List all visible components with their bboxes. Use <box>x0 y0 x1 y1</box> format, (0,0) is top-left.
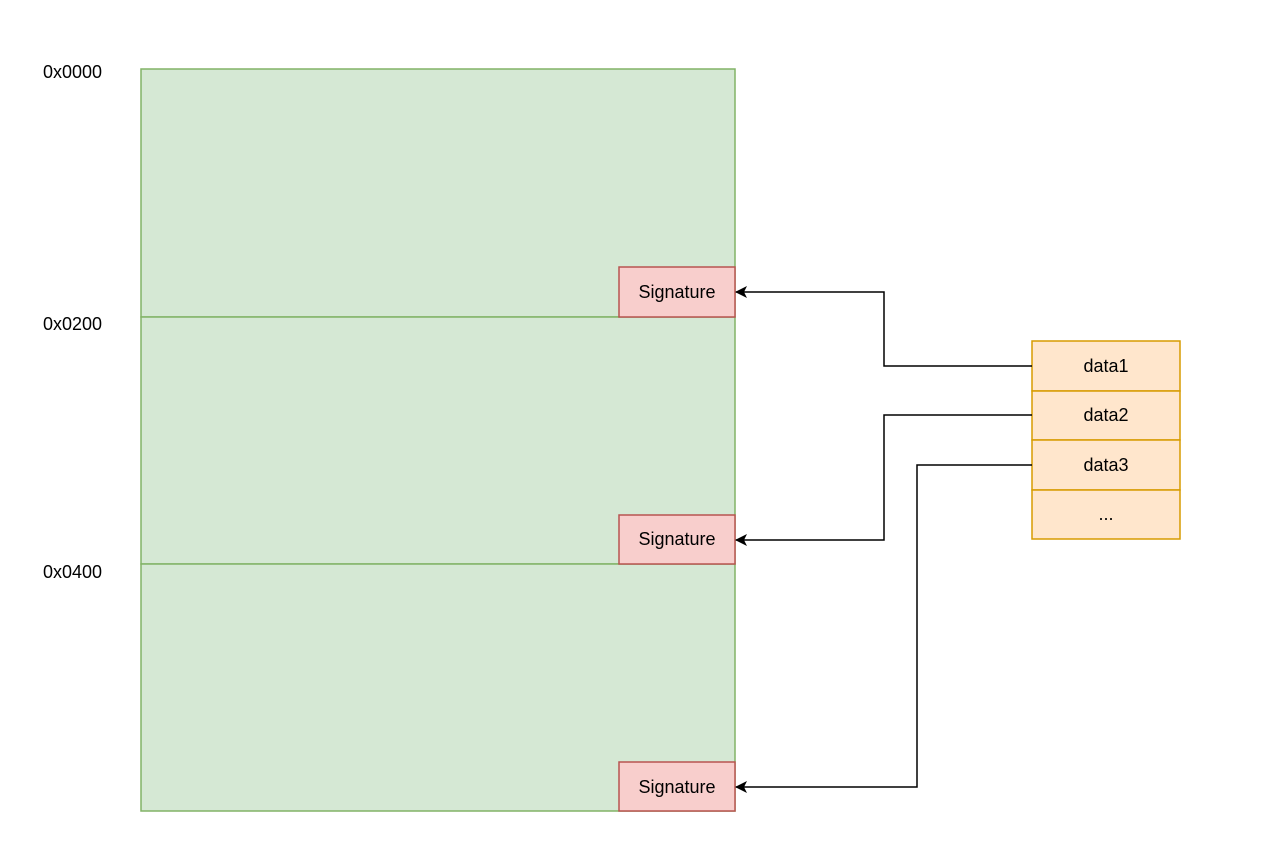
signature-label: Signature <box>638 777 715 797</box>
data-item-2-label: data2 <box>1083 405 1128 425</box>
address-label-0x0200: 0x0200 <box>43 314 102 334</box>
address-label-0x0400: 0x0400 <box>43 562 102 582</box>
data-item-ellipsis[interactable] <box>1031 489 1181 540</box>
connector-data3-to-signature-3 <box>735 464 1032 793</box>
address-label-0x0000: 0x0000 <box>43 62 102 82</box>
signature-label: Signature <box>638 282 715 302</box>
signature-box-3[interactable]: Signature <box>618 761 736 812</box>
data-list: data1 data2 data3 ... <box>1031 340 1181 540</box>
connector-data1-to-signature-1 <box>735 286 1032 367</box>
signature-box-1[interactable]: Signature <box>618 266 736 318</box>
signature-label: Signature <box>638 529 715 549</box>
data-item-ellipsis-label: ... <box>1098 504 1113 524</box>
data-item-1-label: data1 <box>1083 356 1128 376</box>
signature-box-3-shape[interactable] <box>618 761 736 812</box>
connector-data2-to-signature-2 <box>735 414 1032 546</box>
signature-box-2[interactable]: Signature <box>618 514 736 565</box>
data-item-3-label: data3 <box>1083 455 1128 475</box>
memory-block <box>140 68 736 812</box>
signature-box-2-shape[interactable] <box>618 514 736 565</box>
